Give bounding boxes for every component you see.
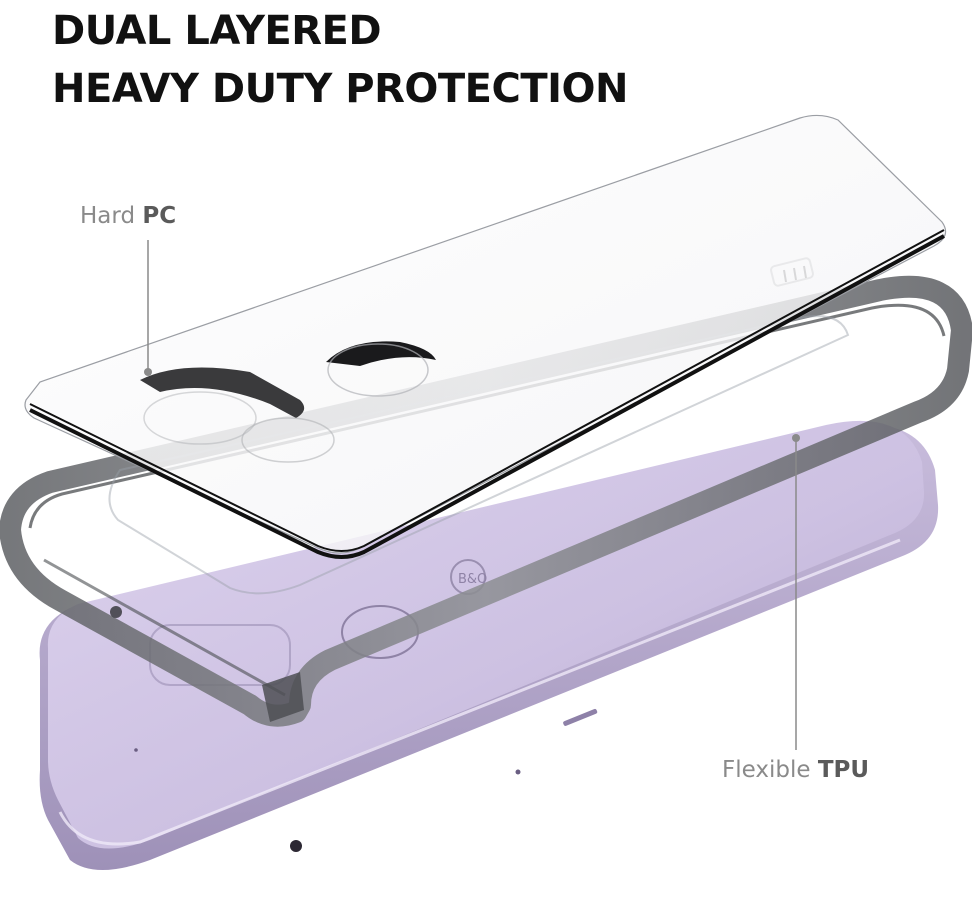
brand-logo: B&O <box>458 572 487 587</box>
hard-pc-plate <box>24 114 947 559</box>
hard-pc-callout: Hard PC <box>80 203 176 229</box>
hard-pc-callout-light: Hard <box>80 203 143 229</box>
headline-line-1: DUAL LAYERED <box>52 8 382 54</box>
phone-body <box>39 420 939 870</box>
headline: DUAL LAYERED HEAVY DUTY PROTECTION <box>52 2 628 118</box>
flexible-tpu-callout-strong: TPU <box>817 757 870 783</box>
callout-lines <box>144 240 800 750</box>
tpu-pointer-dot <box>792 434 800 442</box>
flexible-tpu-callout-light: Flexible <box>722 757 818 783</box>
hard-pc-callout-strong: PC <box>142 203 177 229</box>
flexible-tpu-callout: Flexible TPU <box>722 757 869 783</box>
headline-line-2: HEAVY DUTY PROTECTION <box>52 66 628 112</box>
hard-pc-pointer-dot <box>144 368 152 376</box>
